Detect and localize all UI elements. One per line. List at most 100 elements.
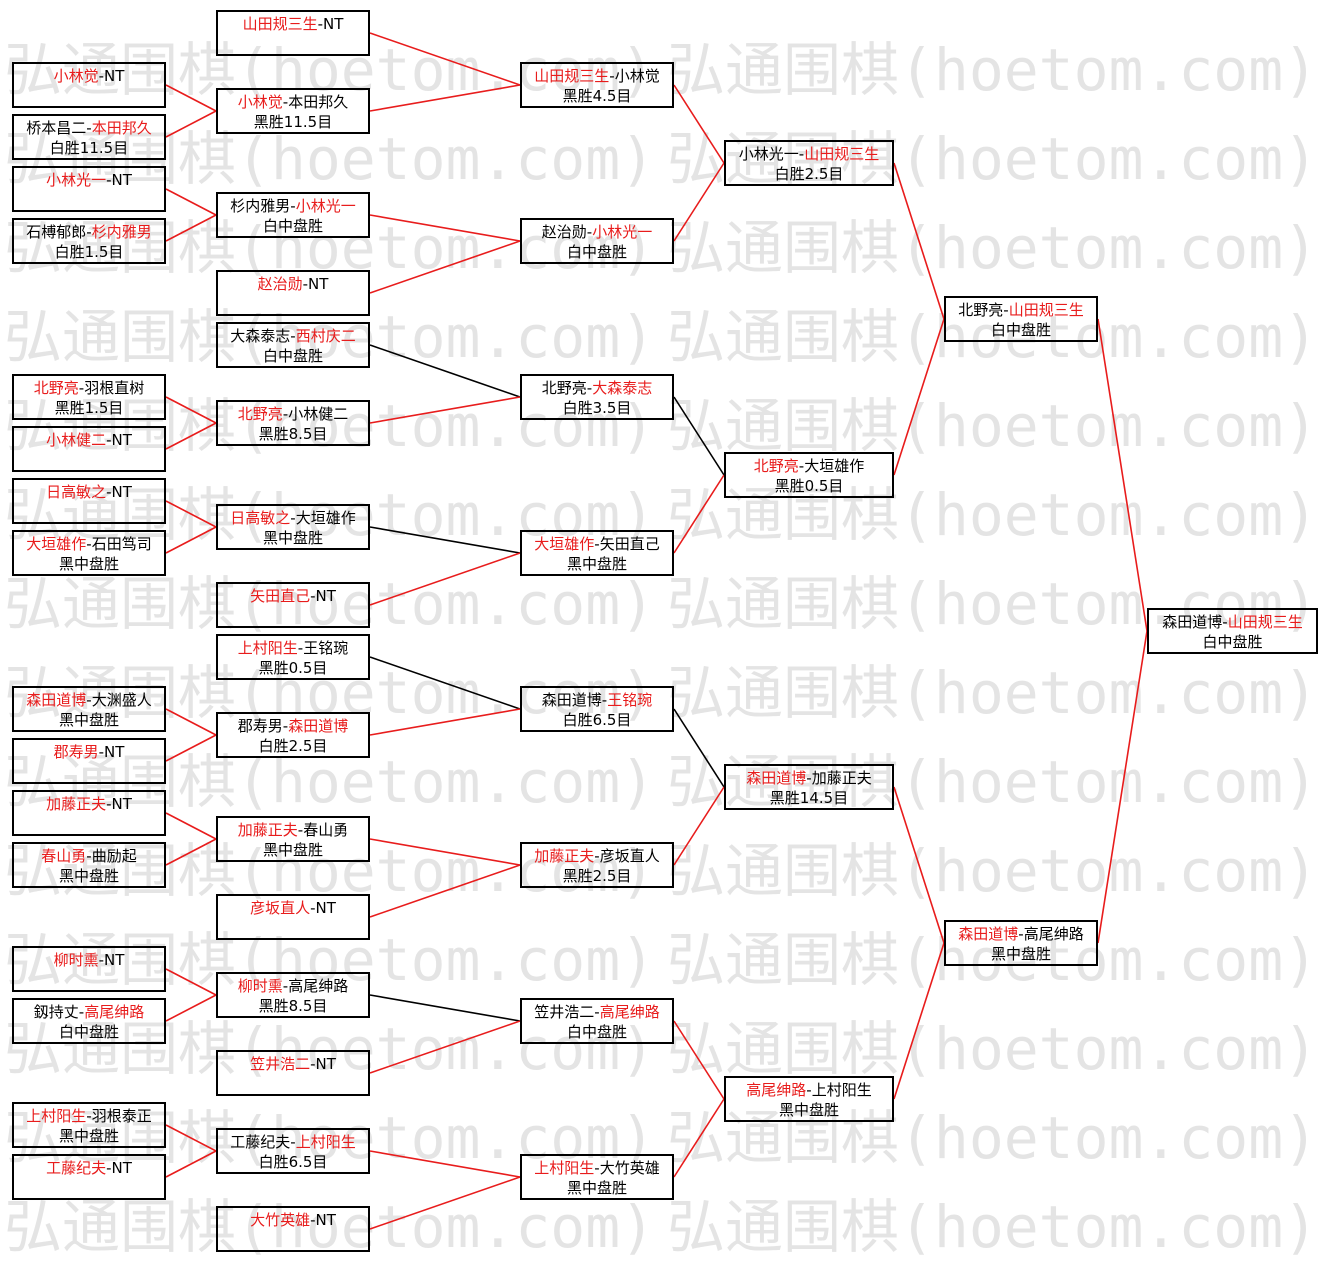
player-separator: - [78,1003,85,1021]
match-players: 北野亮-小林健二 [218,404,368,424]
match-players: 小林光一-山田规三生 [726,144,892,164]
connector-line-highlight [369,396,521,424]
player-separator: - [290,509,296,527]
player-separator: - [290,1133,296,1151]
player-name: 北野亮 [541,379,587,397]
connector-line-highlight [369,32,521,86]
match-players: 上村阳生-羽根泰正 [14,1106,164,1126]
player-name: NT [315,1055,336,1073]
match-result: 黑胜4.5目 [562,87,632,105]
player-name: 羽根泰正 [91,1107,152,1125]
player-name: 小林健二 [46,431,107,449]
match-players: 日高敏之-NT [14,482,164,502]
player-name: 山田规三生 [1227,613,1303,631]
player-name: 赵治勋 [257,275,303,293]
player-separator: - [609,67,615,85]
player-name: 上村阳生 [811,1081,872,1099]
player-separator: - [806,769,812,787]
player-separator: - [282,405,289,423]
watermark-row: 弘通围棋(hoetom.com)弘通围棋(hoetom.com) [0,1195,1329,1259]
match-players: 大垣雄作-矢田直己 [522,534,672,554]
match-players: 彦坂直人-NT [218,898,368,918]
match-box: 日高敏之-大垣雄作黑中盘胜 [216,504,370,550]
connector-line-highlight [369,1150,521,1178]
watermark-text: 弘通围棋(hoetom.com) [667,928,1319,992]
player-name: NT [315,1211,336,1229]
match-box: 大垣雄作-矢田直己黑中盘胜 [520,530,674,576]
player-name: 森田道博 [26,691,87,709]
watermark-row: 弘通围棋(hoetom.com)弘通围棋(hoetom.com) [0,305,1329,369]
match-box: 北野亮-大森泰志白胜3.5目 [520,374,674,420]
match-players: 大森泰志-西村庆二 [218,326,368,346]
player-name: 日高敏之 [46,483,107,501]
player-name: 大竹英雄 [599,1159,660,1177]
player-separator: - [1222,613,1228,631]
match-players: 上村阳生-王铭琬 [218,638,368,658]
match-players: 山田规三生-小林觉 [522,66,672,86]
connector-line-highlight [673,1020,725,1100]
match-box: 柳时熏-NT [12,946,166,992]
player-name: 山田规三生 [242,15,318,33]
player-name: 高尾绅路 [288,977,349,995]
connector-line-highlight [893,942,945,1100]
player-name: 笠井浩二 [534,1003,595,1021]
connector-line-highlight [165,1150,217,1178]
player-name: 西村庆二 [295,327,356,345]
match-box: 北野亮-羽根直树黑胜1.5目 [12,374,166,420]
match-players: 森田道博-王铭琬 [522,690,672,710]
player-name: 小林健二 [288,405,349,423]
player-separator: - [798,145,805,163]
player-separator: - [98,743,105,761]
connector-line-highlight [673,1098,725,1178]
connector-line-highlight [893,318,945,476]
match-result: 白中盘胜 [58,1023,119,1041]
connector-line-highlight [369,84,521,112]
player-name: 山田规三生 [1008,301,1084,319]
player-separator: - [302,275,309,293]
player-separator: - [86,223,92,241]
player-name: 森田道博 [1162,613,1223,631]
player-separator: - [594,535,600,553]
player-separator: - [282,93,289,111]
player-name: NT [104,743,125,761]
match-box: 小林觉-NT [12,62,166,108]
watermark-row: 弘通围棋(hoetom.com)弘通围棋(hoetom.com) [0,1106,1329,1170]
watermark-row: 弘通围棋(hoetom.com)弘通围棋(hoetom.com) [0,38,1329,102]
match-players: 山田规三生-NT [218,14,368,34]
match-players: 小林觉-本田邦久 [218,92,368,112]
connector-line-highlight [165,84,217,112]
match-players: 小林健二-NT [14,430,164,450]
match-result: 白胜3.5目 [562,399,632,417]
connector-line [673,708,725,788]
match-box: 北野亮-大垣雄作黑胜0.5目 [724,452,894,498]
match-players: 加藤正夫-春山勇 [218,820,368,840]
player-name: 北野亮 [237,405,283,423]
match-players: 赵治勋-小林光一 [522,222,672,242]
player-separator: - [98,67,105,85]
connector-line-highlight [673,786,725,866]
player-name: 上村阳生 [26,1107,87,1125]
match-result: 黑胜1.5目 [54,399,124,417]
player-name: 柳时熏 [237,977,283,995]
player-separator: - [106,483,112,501]
player-name: NT [315,899,336,917]
match-result: 黑中盘胜 [58,555,119,573]
match-players: 森田道博-加藤正夫 [726,768,892,788]
match-result: 白中盘胜 [262,347,323,365]
player-name: NT [111,431,132,449]
player-name: 郡寿男 [237,717,283,735]
player-separator: - [78,379,85,397]
connector-line-highlight [165,188,217,216]
player-separator: - [297,639,304,657]
match-players: 郡寿男-森田道博 [218,716,368,736]
watermark-text: 弘通围棋(hoetom.com) [667,839,1319,903]
connector-line-highlight [165,526,217,554]
connector-line-highlight [673,474,725,554]
watermark-text: 弘通围棋(hoetom.com) [667,1017,1319,1081]
match-players: 日高敏之-大垣雄作 [218,508,368,528]
match-box: 加藤正夫-春山勇黑中盘胜 [216,816,370,862]
match-players: 北野亮-羽根直树 [14,378,164,398]
watermark-text: 弘通围棋(hoetom.com) [4,1017,656,1081]
match-box: 上村阳生-羽根泰正黑中盘胜 [12,1102,166,1148]
